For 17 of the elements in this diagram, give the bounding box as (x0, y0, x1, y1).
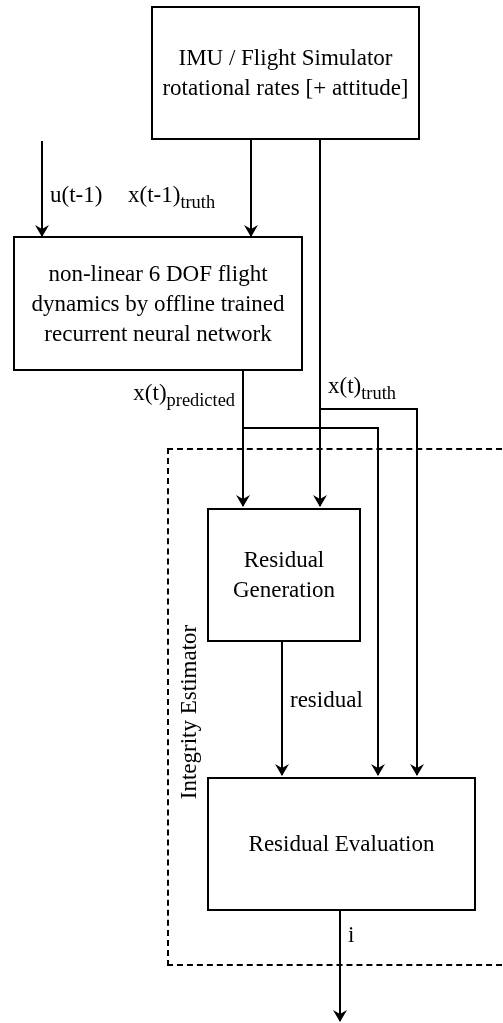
box-label: Residual Generation (231, 546, 337, 604)
process-box (207, 777, 476, 911)
edge-label: x(t-1)$_{truth}$ (128, 181, 216, 209)
arrow (35, 140, 49, 237)
edge-label: residual (290, 686, 363, 714)
edge-label: u(t-1) (50, 181, 103, 209)
group-label: Integrity Estimator (176, 624, 202, 800)
box-label: IMU / Flight Simulator rotational rates [+ attitude] (161, 44, 410, 102)
edge-label: i (348, 921, 355, 949)
process-box (151, 6, 420, 140)
edge-label: x(t)$_{truth}$ (328, 372, 396, 400)
dashed-group-box (167, 448, 503, 966)
arrow (244, 139, 258, 237)
process-box (13, 236, 303, 371)
box-label: non-linear 6 DOF flight dynamics by offline trained recurrent neural network (30, 259, 286, 348)
box-label: Residual Evaluation (248, 830, 435, 858)
process-box (207, 508, 361, 642)
